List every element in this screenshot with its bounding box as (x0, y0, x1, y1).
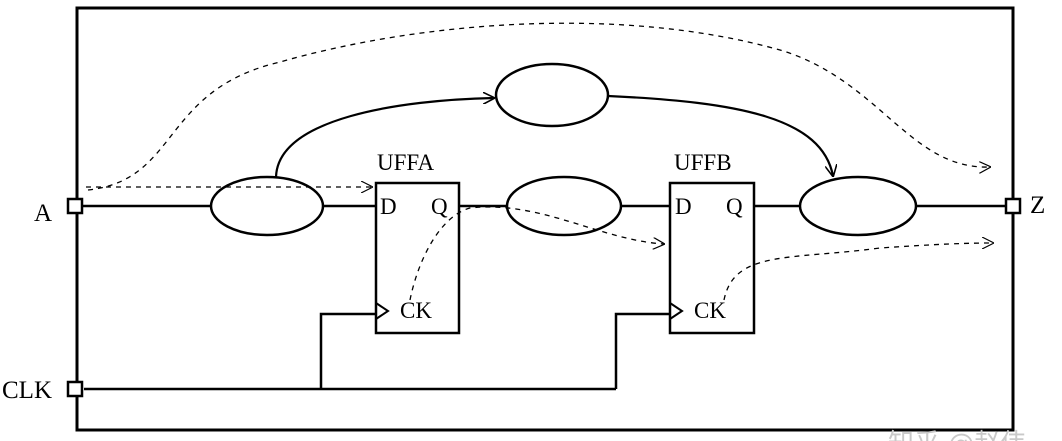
clk-to-uffa-wire (319, 312, 376, 389)
uffa-q-pin-label: Q (431, 194, 448, 219)
timing-path-reg-to-out (723, 243, 993, 301)
arc-logic1-to-top-logic (274, 98, 494, 178)
port-z-label: Z (1030, 192, 1045, 219)
clk-to-uffb-wire (614, 312, 670, 389)
timing-path-reg-to-reg (409, 206, 664, 301)
port-clk (66, 380, 84, 398)
input-logic-cloud (209, 175, 325, 237)
output-logic-cloud (798, 175, 918, 237)
uffa-ck-pin-label: CK (400, 298, 432, 323)
design-boundary (75, 6, 1015, 432)
uffb-name-label: UFFB (674, 150, 732, 175)
port-a-label: A (34, 200, 52, 227)
uffb-q-pin-label: Q (726, 194, 743, 219)
uffa-box (374, 181, 461, 335)
uffb-clock-triangle (669, 302, 684, 320)
uffb-ck-pin-label: CK (694, 298, 726, 323)
timing-path-in-to-out (87, 22, 990, 191)
port-clk-label: CLK (2, 377, 52, 404)
in-to-out-logic-cloud (494, 62, 610, 128)
port-a (66, 197, 84, 215)
reg-to-reg-logic-cloud (505, 175, 623, 237)
arc-top-logic-to-logic4 (607, 94, 833, 176)
port-z (1004, 197, 1022, 215)
uffa-clock-triangle (375, 302, 390, 320)
uffb-d-pin-label: D (675, 194, 692, 219)
uffa-name-label: UFFA (377, 150, 434, 175)
uffa-d-pin-label: D (380, 194, 397, 219)
uffb-box (668, 181, 756, 335)
watermark-text: 知乎 @赵伟 (888, 429, 1026, 441)
